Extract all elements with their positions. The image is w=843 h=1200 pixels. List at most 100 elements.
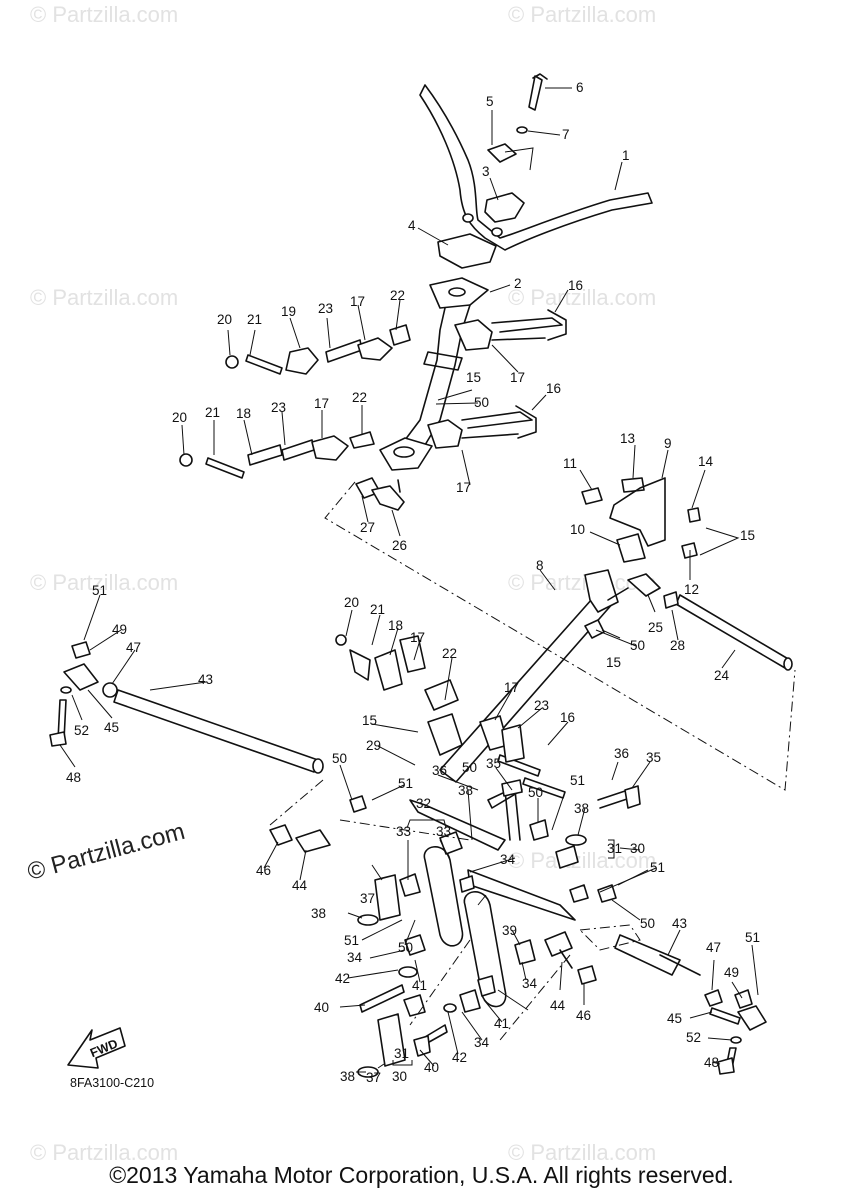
- fwd-arrow-icon: FWD: [67, 1027, 126, 1069]
- callout: 47: [706, 940, 721, 955]
- callout: 36: [614, 746, 629, 761]
- callout: 16: [546, 381, 561, 396]
- callout: 15: [362, 713, 377, 728]
- callout: 51: [570, 773, 585, 788]
- callout: 13: [620, 431, 635, 446]
- callout: 10: [570, 522, 585, 537]
- callout: 46: [256, 863, 271, 878]
- tie-rod-24: [584, 573, 793, 671]
- watermark: © Partzilla.com: [30, 285, 178, 310]
- callout: 23: [534, 698, 549, 713]
- callout: 50: [462, 760, 477, 775]
- callout: 50: [640, 916, 655, 931]
- callout: 50: [474, 395, 489, 410]
- callout: 40: [424, 1060, 439, 1075]
- callout: 34: [500, 852, 516, 867]
- callout: 47: [126, 640, 141, 655]
- callout: 37: [360, 891, 375, 906]
- callout: 24: [714, 668, 730, 683]
- callout: 17: [504, 680, 519, 695]
- callout: 51: [92, 583, 107, 598]
- assembly-lines: [269, 481, 796, 1041]
- callout-numbers: 1 2 3 4 5 6 7 8 9 10 11 12 13 14 15 15 1…: [66, 80, 760, 1085]
- callout: 12: [684, 582, 699, 597]
- callout: 17: [456, 480, 471, 495]
- callout: 17: [510, 370, 525, 385]
- callout: 20: [217, 312, 232, 327]
- idler-arms: [409, 784, 576, 1008]
- callout: 45: [667, 1011, 682, 1026]
- watermark: © Partzilla.com: [30, 1140, 178, 1165]
- callout: 50: [630, 638, 645, 653]
- callout: 7: [562, 127, 570, 142]
- small-parts-lower: [269, 795, 597, 1078]
- callout: 20: [344, 595, 359, 610]
- callout: 43: [198, 672, 213, 687]
- callout: 21: [370, 602, 385, 617]
- callout: 31: [607, 841, 622, 856]
- callout: 23: [318, 301, 333, 316]
- bracket-9: [581, 477, 701, 563]
- callout: 18: [388, 618, 403, 633]
- handlebar-clamps: [437, 73, 548, 269]
- callout: 35: [486, 756, 501, 771]
- callout: 44: [550, 998, 566, 1013]
- callout: 51: [650, 860, 665, 875]
- diagram-code: 8FA3100-C210: [70, 1076, 154, 1090]
- copyright-notice: ©2013 Yamaha Motor Corporation, U.S.A. A…: [109, 1162, 734, 1188]
- callout: 25: [648, 620, 663, 635]
- callout: 23: [271, 400, 286, 415]
- callout: 46: [576, 1008, 591, 1023]
- callout: 8: [536, 558, 544, 573]
- callout: 21: [205, 405, 220, 420]
- callout: 22: [352, 390, 367, 405]
- callout: 50: [332, 751, 347, 766]
- callout: 14: [698, 454, 714, 469]
- callout: 31: [394, 1046, 409, 1061]
- upper-link-2: [179, 431, 375, 479]
- callout: 27: [360, 520, 375, 535]
- upper-link-1: [225, 324, 411, 375]
- handlebar-1: [419, 84, 653, 251]
- callout: 15: [606, 655, 621, 670]
- callout: 36: [432, 763, 447, 778]
- callout: 16: [568, 278, 583, 293]
- leader-lines: [59, 87, 759, 1073]
- callout: 42: [452, 1050, 467, 1065]
- callout: 49: [724, 965, 739, 980]
- callout: 39: [502, 923, 517, 938]
- lower-link-left: [335, 634, 459, 711]
- callout: 19: [281, 304, 296, 319]
- callout: 49: [112, 622, 127, 637]
- callout: 11: [563, 456, 577, 471]
- callout: 52: [74, 723, 89, 738]
- callout: 28: [670, 638, 685, 653]
- callout: 38: [458, 783, 473, 798]
- callout: 22: [442, 646, 457, 661]
- callout: 43: [672, 916, 687, 931]
- callout: 50: [398, 940, 413, 955]
- callout: 40: [314, 1000, 329, 1015]
- callout: 34: [474, 1035, 490, 1050]
- watermarks: © Partzilla.com © Partzilla.com © Partzi…: [25, 2, 657, 1165]
- callout: 44: [292, 878, 308, 893]
- callout: 41: [494, 1016, 509, 1031]
- callout: 45: [104, 720, 119, 735]
- callout: 1: [622, 148, 630, 163]
- tie-rod-43-left: [49, 641, 324, 774]
- callout: 41: [412, 978, 427, 993]
- callout: 17: [410, 630, 425, 645]
- tie-rod-43-right: [614, 934, 767, 1075]
- callout: 52: [686, 1030, 701, 1045]
- callout: 5: [486, 94, 494, 109]
- callout: 22: [390, 288, 405, 303]
- callout: 48: [66, 770, 81, 785]
- callout: 15: [740, 528, 755, 543]
- callout: 29: [366, 738, 381, 753]
- watermark-main: © Partzilla.com: [25, 818, 188, 886]
- callout: 38: [311, 906, 326, 921]
- callout: 4: [408, 218, 416, 233]
- callout: 51: [398, 776, 413, 791]
- callout: 16: [560, 710, 575, 725]
